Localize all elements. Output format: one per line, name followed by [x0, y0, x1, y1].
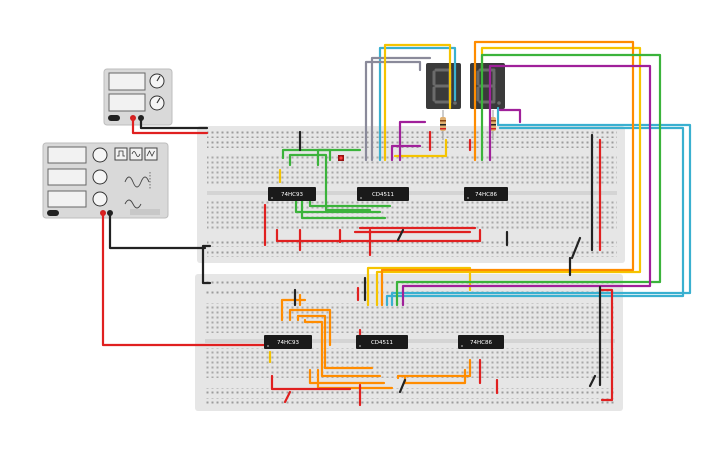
voltage-display — [108, 72, 146, 91]
chip-label-lower-decoder: CD4511 — [371, 340, 393, 346]
chip-lower-xor[interactable]: 74HC86 — [458, 335, 504, 349]
frequency-knob[interactable] — [92, 147, 108, 163]
chip-label-lower-xor: 74HC86 — [470, 340, 492, 346]
decimal-point-right — [497, 101, 501, 105]
upper-breadboard[interactable] — [197, 126, 625, 263]
upper-center-channel — [207, 191, 617, 195]
chip-label-upper-xor: 74HC86 — [475, 192, 497, 198]
chip-upper-decoder[interactable]: CD4511 — [357, 187, 409, 201]
lower-power-rail-bottom[interactable] — [205, 388, 615, 395]
chip-upper-counter[interactable]: 74HC93 — [268, 187, 316, 201]
wires — [101, 40, 692, 407]
lower-terminal-strip-bottom[interactable] — [205, 348, 615, 378]
upper-power-rail-top[interactable] — [207, 131, 617, 138]
offset-display — [47, 190, 87, 208]
lower-terminal-strip-top[interactable] — [205, 303, 615, 333]
resistor-left[interactable] — [440, 110, 446, 140]
square-wave-button[interactable] — [114, 147, 128, 161]
dc-power-supply[interactable] — [103, 68, 173, 126]
chip-lower-decoder[interactable]: CD4511 — [356, 335, 408, 349]
chip-label-upper-decoder: CD4511 — [372, 192, 394, 198]
lower-power-rail-bottom-2[interactable] — [205, 398, 615, 405]
lower-breadboard[interactable] — [195, 274, 623, 411]
seven-segment-left[interactable]: 8. — [0, 0, 461, 109]
amplitude-knob[interactable] — [92, 169, 108, 185]
segment-digit-right — [476, 68, 496, 104]
chip-upper-xor[interactable]: 74HC86 — [464, 187, 508, 201]
offset-preview-icon — [124, 199, 142, 209]
upper-power-rail-bottom[interactable] — [207, 240, 617, 247]
amplitude-display — [47, 168, 87, 186]
current-display — [108, 93, 146, 112]
triangle-wave-icon — [146, 150, 155, 157]
seven-segment-right[interactable]: 8. — [0, 0, 505, 109]
led-indicator[interactable] — [338, 155, 344, 161]
upper-terminal-strip-bottom[interactable] — [207, 200, 617, 230]
chip-label-lower-counter: 74HC93 — [277, 340, 299, 346]
offset-knob[interactable] — [92, 191, 108, 207]
chip-lower-counter[interactable]: 74HC93 — [264, 335, 312, 349]
generator-power-switch[interactable] — [47, 210, 59, 216]
upper-power-rail-top-2[interactable] — [207, 141, 617, 148]
resistor-right[interactable] — [490, 110, 496, 140]
function-generator[interactable] — [42, 142, 169, 219]
lower-center-channel — [205, 339, 615, 343]
decimal-point-left — [453, 101, 457, 105]
sine-wave-icon — [131, 151, 141, 157]
chip-label-upper-counter: 74HC93 — [281, 192, 303, 198]
square-wave-icon — [117, 150, 125, 157]
waveform-preview-icon — [124, 176, 150, 188]
generator-model-plate — [130, 209, 160, 215]
power-switch[interactable] — [108, 115, 120, 121]
frequency-display — [47, 146, 87, 164]
upper-terminal-strip-top[interactable] — [207, 155, 617, 185]
upper-power-rail-bottom-2[interactable] — [207, 250, 617, 257]
